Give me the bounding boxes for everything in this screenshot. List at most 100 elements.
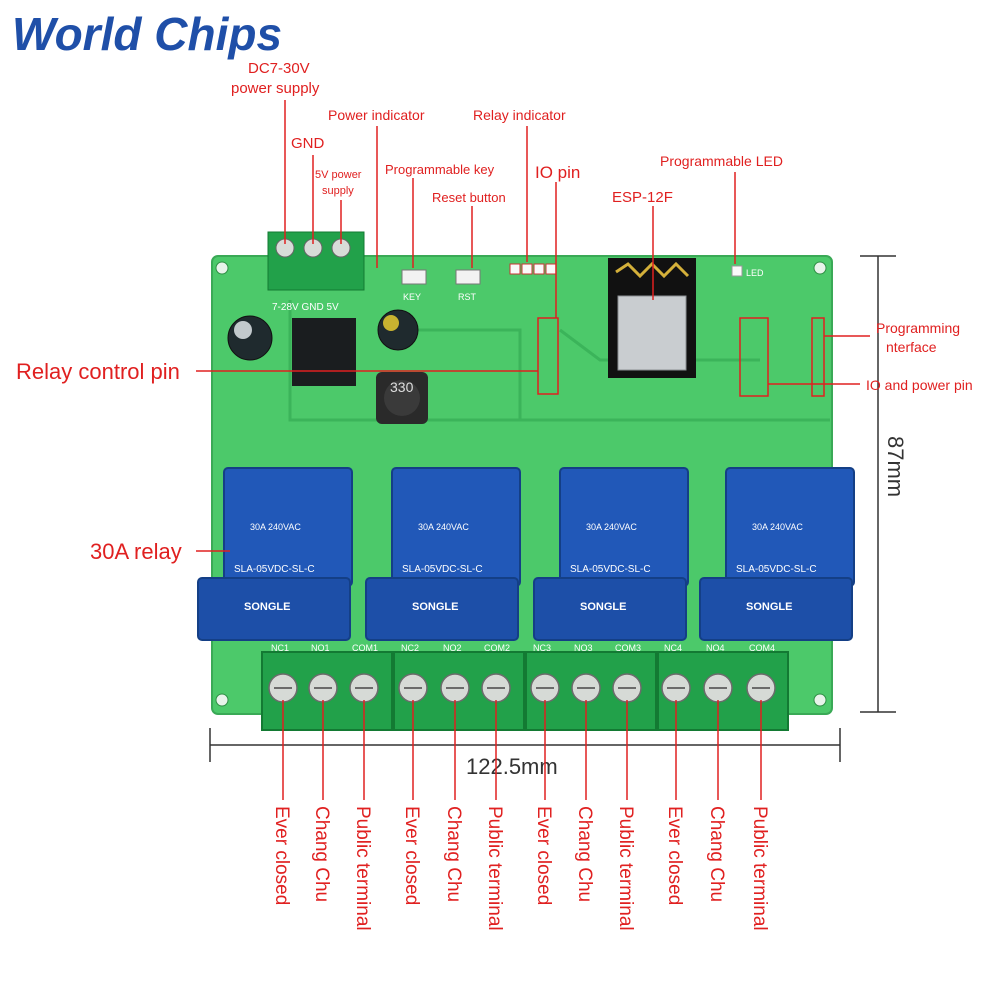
gnd-label: GND xyxy=(291,135,325,152)
terminal-silk: NO4 xyxy=(706,643,725,653)
relay-rating: 30A 240VAC xyxy=(418,522,469,532)
capacitor-top xyxy=(383,315,399,331)
programmable-led xyxy=(731,265,743,277)
relay-base xyxy=(197,577,351,641)
programmable-key xyxy=(401,269,427,285)
io-power-pin-label: IO and power pin xyxy=(866,377,973,393)
terminal-silk: NO1 xyxy=(311,643,330,653)
inductor-silk: 330 xyxy=(390,379,414,395)
terminal-label: Public terminal xyxy=(615,806,636,931)
terminal-silk: NO3 xyxy=(574,643,593,653)
mount-hole xyxy=(215,693,229,707)
mount-hole xyxy=(215,261,229,275)
reset-button xyxy=(455,269,481,285)
brand-logo: World Chips xyxy=(12,8,282,60)
antenna-icon xyxy=(615,261,690,279)
programming-header xyxy=(811,317,825,397)
key-silk: KEY xyxy=(403,292,421,302)
relay-brand: SONGLE xyxy=(746,601,792,613)
terminal-label: Ever closed xyxy=(664,806,685,905)
terminal-label: Public terminal xyxy=(484,806,505,931)
inductor-core xyxy=(384,380,420,416)
capacitor-top xyxy=(234,321,252,339)
terminal-silk: COM3 xyxy=(615,643,641,653)
esp12f-module xyxy=(608,258,696,378)
relay-rating: 30A 240VAC xyxy=(250,522,301,532)
output-terminal-blocks: NC1 NO1 COM1 NC2 NO2 COM2 NC3 NO3 COM3 NC4 NO4 COM4 xyxy=(261,643,789,731)
relay-brand: SONGLE xyxy=(244,601,290,613)
terminal-label: Chang Chu xyxy=(706,806,727,902)
voltage-regulator xyxy=(292,318,356,386)
power-terminal-silk: 7-28V GND 5V xyxy=(272,302,339,313)
rst-silk: RST xyxy=(458,292,477,302)
pcb-trace xyxy=(559,328,760,362)
terminal-silk: NO2 xyxy=(443,643,462,653)
relay-control-header xyxy=(537,317,559,395)
relay-model: SLA-05VDC-SL-C xyxy=(234,564,315,575)
pcb-trace xyxy=(288,300,830,422)
terminal-block-3: NC3 NO3 COM3 xyxy=(525,643,657,731)
terminal-label: Ever closed xyxy=(533,806,554,905)
power-indicator-label: Power indicator xyxy=(328,107,425,123)
annotation-leaders xyxy=(196,100,870,552)
esp12f-label: ESP-12F xyxy=(612,189,673,206)
dc-supply-label-line1: DC7-30V xyxy=(248,60,310,77)
programming-interface-label-line2: nterface xyxy=(886,339,937,355)
dimension-lines xyxy=(209,255,896,762)
io-pin-label: IO pin xyxy=(535,163,580,182)
relay-group: 30A 240VAC SLA-05VDC-SL-C SONGLE 30A 240VAC… xyxy=(197,467,855,641)
capacitor xyxy=(227,315,273,361)
capacitor xyxy=(377,309,419,351)
terminal-label: Ever closed xyxy=(271,806,292,905)
logo-text: World Chips xyxy=(12,8,282,60)
terminal-label: Ever closed xyxy=(401,806,422,905)
terminal-label: Chang Chu xyxy=(443,806,464,902)
relay-brand: SONGLE xyxy=(412,601,458,613)
terminal-block-1: NC1 NO1 COM1 xyxy=(261,643,393,731)
relay-model: SLA-05VDC-SL-C xyxy=(736,564,817,575)
relay-1: 30A 240VAC SLA-05VDC-SL-C SONGLE xyxy=(197,467,353,641)
terminal-silk: NC2 xyxy=(401,643,419,653)
pcb-board: 7-28V GND 5V 330 KEY RST xyxy=(197,231,855,731)
terminal-label: Chang Chu xyxy=(311,806,332,902)
relay-base xyxy=(533,577,687,641)
led-silk: LED xyxy=(746,268,764,278)
relay-indicator-label: Relay indicator xyxy=(473,107,566,123)
programmable-led-label: Programmable LED xyxy=(660,153,783,169)
pcb-trace xyxy=(380,328,522,420)
terminal-label: Chang Chu xyxy=(574,806,595,902)
dc-supply-label-line2: power supply xyxy=(231,80,320,97)
terminal-silk: NC3 xyxy=(533,643,551,653)
height-dimension: 87mm xyxy=(883,436,908,497)
mount-hole xyxy=(813,261,827,275)
terminal-block-2: NC2 NO2 COM2 xyxy=(393,643,525,731)
io-power-header xyxy=(739,317,769,397)
terminal-silk: NC4 xyxy=(664,643,682,653)
relay-base xyxy=(365,577,519,641)
terminal-silk: COM2 xyxy=(484,643,510,653)
relay-base xyxy=(699,577,853,641)
programmable-key-label: Programmable key xyxy=(385,162,495,177)
esp12f-shield xyxy=(617,295,687,371)
relay-brand: SONGLE xyxy=(580,601,626,613)
five-v-label-line2: supply xyxy=(322,185,354,197)
terminal-silk: COM4 xyxy=(749,643,775,653)
programming-interface-label-line1: Programming xyxy=(876,320,960,336)
terminal-label: Public terminal xyxy=(749,806,770,931)
terminal-label: Public terminal xyxy=(352,806,373,931)
relay-30a-label: 30A relay xyxy=(90,539,182,564)
power-terminal-block: 7-28V GND 5V xyxy=(267,231,365,313)
terminal-block-4: NC4 NO4 COM4 xyxy=(657,643,789,731)
mount-hole xyxy=(813,693,827,707)
annotations: DC7-30V power supply GND 5V power supply… xyxy=(16,60,973,564)
five-v-label-line1: 5V power xyxy=(315,169,362,181)
terminal-silk: NC1 xyxy=(271,643,289,653)
relay-model: SLA-05VDC-SL-C xyxy=(570,564,651,575)
relay-control-pin-label: Relay control pin xyxy=(16,359,180,384)
terminal-silk: COM1 xyxy=(352,643,378,653)
